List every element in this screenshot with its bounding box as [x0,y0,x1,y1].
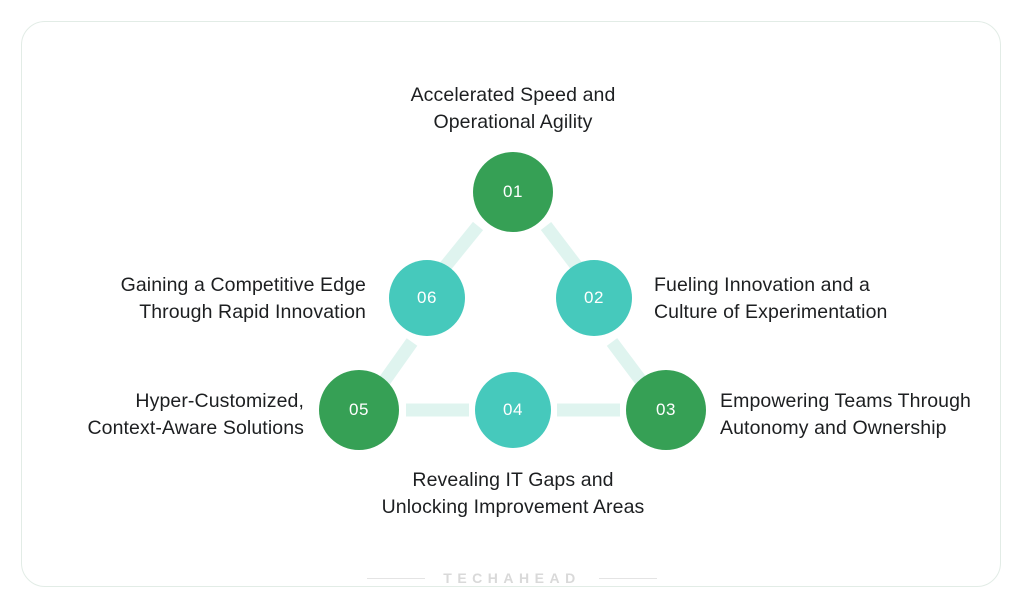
node-01-number: 01 [502,182,524,201]
node-03-number: 03 [655,400,677,419]
node-01[interactable]: 01 [473,152,553,232]
node-06-label: Gaining a Competitive Edge Through Rapid… [120,274,366,323]
node-04-number: 04 [502,400,524,419]
node-05-number: 05 [348,400,370,419]
node-05[interactable]: 05 [319,370,399,450]
card-frame [21,21,1001,587]
node-05-label: Hyper-Customized, Context-Aware Solution… [87,390,304,439]
connector-01-02 [540,222,584,272]
node-02[interactable]: 02 [556,260,632,336]
footer-branding: TECHAHEAD [0,570,1024,586]
node-03[interactable]: 03 [626,370,706,450]
footer-rule-right [598,577,657,579]
footer-rule-left [367,577,426,579]
brand-wordmark: TECHAHEAD [443,570,581,586]
node-01-label: Accelerated Speed and Operational Agilit… [410,84,616,133]
node-04-label: Revealing IT Gaps and Unlocking Improvem… [381,469,645,518]
node-06[interactable]: 06 [389,260,465,336]
node-04[interactable]: 04 [475,372,551,448]
node-03-label: Empowering Teams Through Autonomy and Ow… [720,390,971,439]
node-02-label: Fueling Innovation and a Culture of Expe… [654,274,888,323]
connector-06-01 [438,221,484,273]
node-06-number: 06 [416,288,438,307]
node-02-number: 02 [583,288,605,307]
